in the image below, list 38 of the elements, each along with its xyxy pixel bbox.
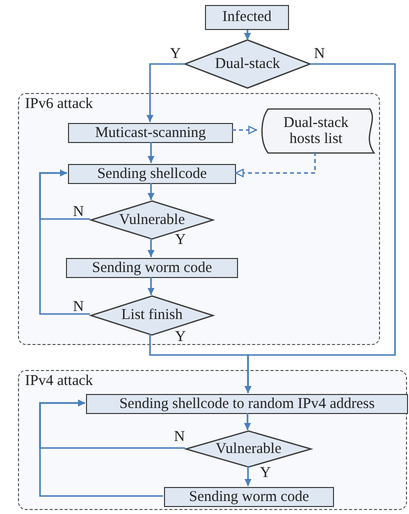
group-title: IPv4 attack <box>25 373 93 390</box>
process-box: Muticast-scanning <box>68 123 233 143</box>
edge-label: Y <box>175 233 186 248</box>
arrow <box>39 170 90 315</box>
edge-label: Y <box>260 466 271 481</box>
decision-diamond <box>186 431 311 467</box>
dashed-arrow <box>235 152 316 178</box>
edge-label: Y <box>175 330 186 345</box>
arrow <box>149 334 252 393</box>
edge-label: N <box>174 430 185 445</box>
arrow <box>244 413 251 430</box>
decision-diamond <box>185 40 310 88</box>
process-box: Sending shellcode to random IPv4 address <box>86 394 408 414</box>
decision-label: List finish <box>121 307 183 324</box>
dashed-group-panel <box>18 93 380 345</box>
edge-label: Y <box>170 47 181 62</box>
process-box: Sending worm code <box>66 258 238 278</box>
edge-label: N <box>314 47 325 62</box>
process-box: Sending worm code <box>164 487 334 507</box>
decision-label: Vulnerable <box>216 440 282 458</box>
arrow <box>39 400 163 497</box>
arrow <box>148 183 154 200</box>
edge-label: N <box>73 205 84 220</box>
shape-label: Dual-stack hosts list <box>282 114 350 148</box>
arrow <box>148 277 154 295</box>
decision-label: Dual-stack <box>215 56 280 72</box>
start-box: Infected <box>205 5 289 30</box>
arrow <box>148 238 154 257</box>
decision-label: Vulnerable <box>119 212 185 228</box>
edge-label: N <box>73 300 84 315</box>
dashed-arrow <box>232 126 257 134</box>
process-box: Sending shellcode <box>68 164 236 184</box>
dashed-group-panel <box>18 370 407 510</box>
group-title: IPv6 attack <box>25 96 93 113</box>
arrow <box>244 30 251 40</box>
arrow <box>244 466 252 486</box>
arrow <box>148 142 154 163</box>
arrow <box>146 63 185 122</box>
